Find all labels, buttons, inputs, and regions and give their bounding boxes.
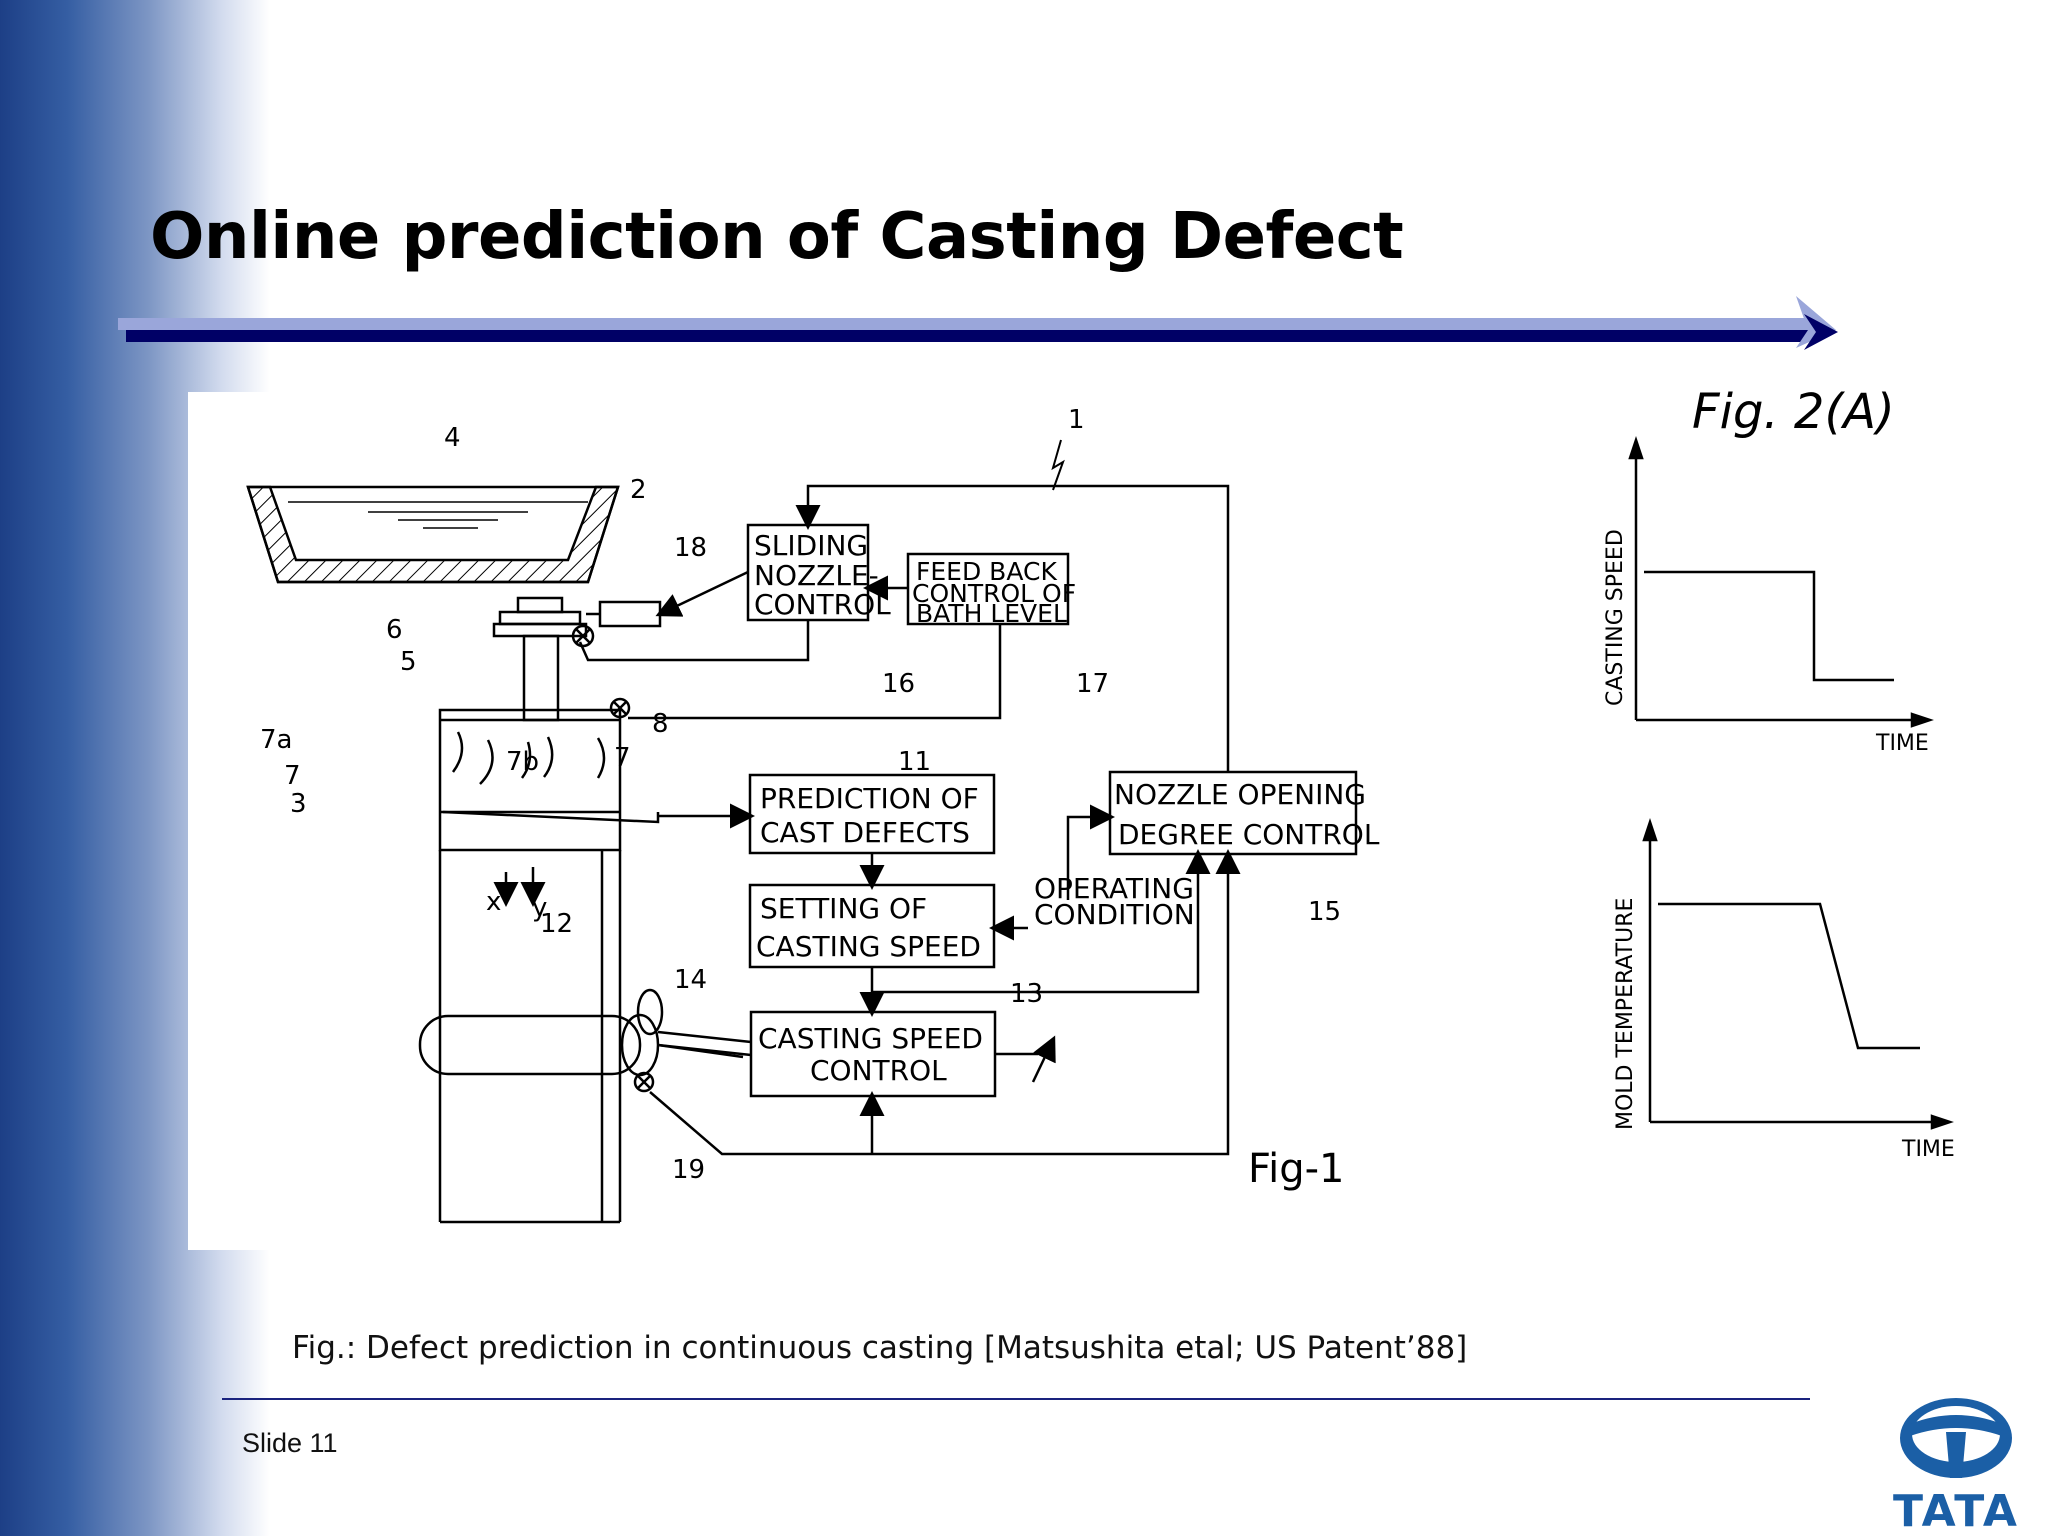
fig-1-label: Fig-1: [1248, 1146, 1344, 1192]
ref-1: 1: [1068, 405, 1085, 435]
feed-back-label-3: BATH LEVEL: [916, 599, 1067, 628]
top-graph-ylabel: CASTING SPEED: [1603, 529, 1628, 706]
prediction-label-2: CAST DEFECTS: [760, 816, 970, 849]
ref-17: 17: [1076, 669, 1109, 699]
figure-caption: Fig.: Defect prediction in continuous ca…: [292, 1330, 1468, 1366]
ref-3: 3: [290, 789, 307, 819]
nozzle-opening-label-2: DEGREE CONTROL: [1118, 818, 1380, 851]
ref-7b: 7b: [506, 747, 539, 777]
sliding-nozzle-label-1: SLIDING: [754, 529, 868, 562]
slide-number: Slide 11: [242, 1428, 338, 1458]
feed-back-label-1: FEED BACK: [916, 557, 1057, 586]
ref-11: 11: [898, 747, 931, 777]
diagram-panel: SLIDING NOZZLE- CONTROL FEED BACK CONTRO…: [188, 392, 1568, 1250]
sliding-nozzle-label-3: CONTROL: [754, 588, 891, 621]
casting-diagram: SLIDING NOZZLE- CONTROL FEED BACK CONTRO…: [246, 405, 1380, 1224]
ref-12: 12: [540, 909, 573, 939]
mold-temperature-trace: [1658, 902, 1920, 1050]
pinch-roll: [418, 1014, 642, 1076]
ref-2: 2: [630, 475, 647, 505]
casting-speed-control-label-1: CASTING SPEED: [758, 1022, 983, 1055]
operating-label-1: OPERATING: [1034, 872, 1194, 905]
ref-7a: 7a: [260, 725, 292, 755]
setting-speed-label-1: SETTING OF: [760, 892, 927, 925]
ref-15: 15: [1308, 897, 1341, 927]
fig2-graphs: Fig. 2(A) CASTING SPEED TIME MOLD TEMPER…: [1603, 384, 1955, 1162]
ref-19: 19: [672, 1155, 705, 1185]
ref-x: x: [486, 887, 501, 917]
nozzle-opening-label-1: NOZZLE OPENING: [1114, 778, 1366, 811]
title-underline-arrow: [118, 296, 1838, 350]
tata-logo-text: TATA: [1893, 1486, 2019, 1537]
fig-2a-label: Fig. 2(A): [1692, 384, 1895, 440]
bottom-graph-ylabel: MOLD TEMPERATURE: [1613, 898, 1638, 1130]
ref-18: 18: [674, 533, 707, 563]
ref-7-right: 7: [614, 743, 631, 773]
ref-4: 4: [444, 423, 461, 453]
operating-label-2: CONDITION: [1034, 898, 1195, 931]
top-graph-xlabel: TIME: [1875, 731, 1929, 756]
setting-speed-label-2: CASTING SPEED: [756, 930, 981, 963]
sliding-nozzle-label-2: NOZZLE-: [754, 559, 879, 592]
ref-8: 8: [652, 709, 669, 739]
ref-5: 5: [400, 647, 417, 677]
tata-logo: TATA: [1876, 1392, 2036, 1537]
footer-rule: [222, 1398, 1810, 1400]
ref-y: y: [532, 893, 547, 923]
ref-16: 16: [882, 669, 915, 699]
casting-speed-control-label-2: CONTROL: [810, 1054, 947, 1087]
feed-back-label-2: CONTROL OF: [912, 579, 1076, 608]
ref-7-left: 7: [284, 761, 301, 791]
prediction-label-1: PREDICTION OF: [760, 782, 979, 815]
bottom-graph-xlabel: TIME: [1901, 1137, 1955, 1162]
tata-logo-icon: [1900, 1398, 2012, 1478]
ref-13: 13: [1010, 979, 1043, 1009]
casting-speed-trace: [1644, 570, 1894, 682]
slide-title: Online prediction of Casting Defect: [150, 200, 1404, 274]
mold: [438, 708, 622, 852]
ref-6: 6: [386, 615, 403, 645]
ref-14: 14: [674, 965, 707, 995]
